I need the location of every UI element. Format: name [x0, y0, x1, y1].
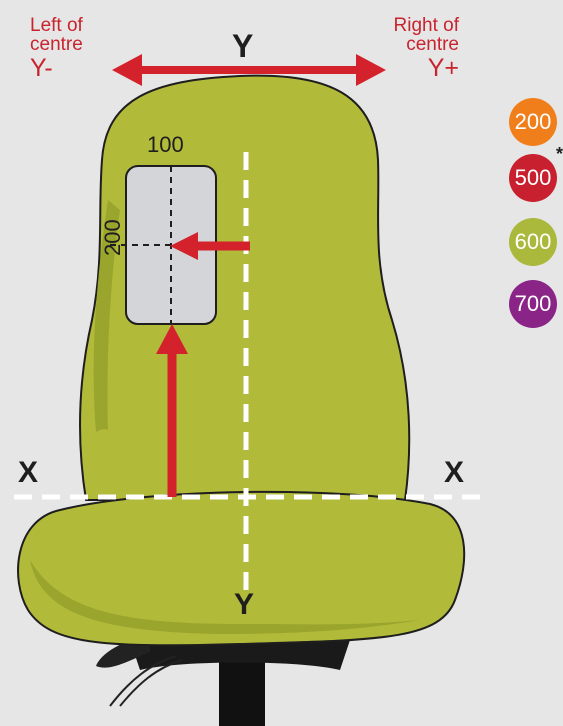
y-axis-label-bottom: Y [234, 588, 254, 622]
badge-label: 200 [515, 109, 552, 135]
size-badge-200: 200 [509, 98, 557, 146]
right-label-line2: centre [406, 34, 459, 55]
right-of-centre-label: Right of centre Y+ [394, 16, 459, 81]
size-badge-600: 600 [509, 218, 557, 266]
left-label-line2: centre [30, 34, 83, 55]
x-axis-label-right: X [444, 456, 464, 490]
size-badge-500: 500 [509, 154, 557, 202]
panel-width-label: 100 [147, 132, 184, 158]
y-arrow-right-head [356, 54, 386, 86]
left-label-line1: Left of [30, 15, 83, 36]
badge-label: 600 [515, 229, 552, 255]
y-axis-label-top: Y [232, 28, 253, 65]
panel-height-label: 200 [100, 219, 126, 256]
x-axis-label-left: X [18, 456, 38, 490]
right-label-line1: Right of [394, 15, 459, 36]
y-arrow-left-head [112, 54, 142, 86]
asterisk-marker: * [556, 144, 563, 165]
size-badge-700: 700 [509, 280, 557, 328]
badge-label: 500 [515, 165, 552, 191]
badge-label: 700 [515, 291, 552, 317]
left-axis-sign: Y- [30, 56, 83, 81]
right-axis-sign: Y+ [394, 56, 459, 81]
left-of-centre-label: Left of centre Y- [30, 16, 83, 81]
